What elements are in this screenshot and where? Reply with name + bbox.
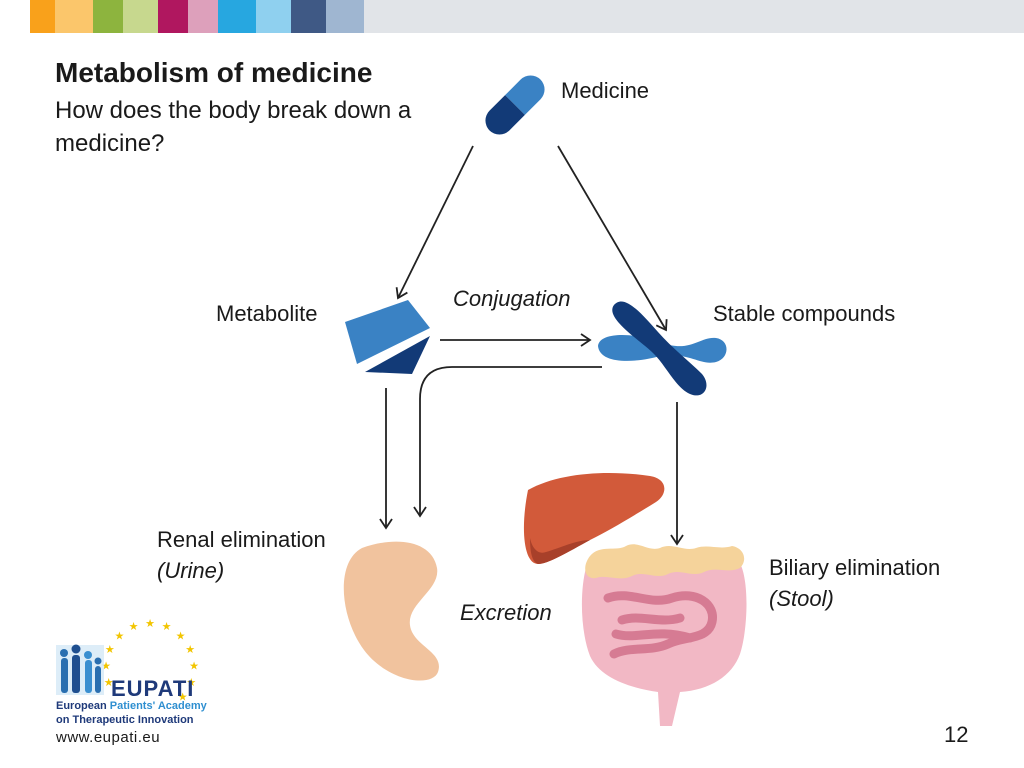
people-silhouettes-icon: [56, 644, 104, 695]
capsule-icon: [485, 75, 545, 135]
arrow-medicine-to-metabolite: [395, 145, 474, 300]
strip-block: [291, 0, 326, 33]
star-icon: ★: [162, 621, 172, 633]
metabolite-pentagon-icon: [345, 300, 430, 374]
logo-tagline-2: on Therapeutic Innovation: [56, 714, 194, 726]
label-metabolite: Metabolite: [216, 301, 318, 326]
liver-icon: [523, 472, 665, 564]
label-renal-note: (Urine): [157, 558, 225, 583]
strip-gap: [0, 0, 30, 33]
star-icon: ★: [185, 644, 195, 656]
label-renal-elimination: Renal elimination: [157, 527, 326, 552]
arrow-medicine-to-stable: [557, 145, 668, 332]
label-stable-compounds: Stable compounds: [713, 301, 896, 326]
eupati-logo: ★ ★ ★ ★ ★ ★ ★ ★ ★ ★ ★ ★: [56, 618, 199, 703]
strip-block: [256, 0, 291, 33]
strip-block: [123, 0, 158, 33]
arrow-stable-to-renal: [413, 366, 602, 518]
label-biliary-note: (Stool): [769, 586, 834, 611]
star-icon: ★: [129, 621, 139, 633]
strip-block: [326, 0, 364, 33]
logo-tagline-1: European Patients' Academy: [56, 700, 207, 712]
strip-block: [364, 0, 1024, 33]
intestine-icon: [581, 544, 747, 726]
star-icon: ★: [101, 661, 111, 673]
slide-subtitle: How does the body break down a medicine?: [55, 97, 412, 157]
star-ring-icon: ★ ★ ★ ★ ★ ★ ★ ★ ★ ★ ★ ★: [101, 618, 199, 703]
label-medicine: Medicine: [561, 78, 650, 103]
label-biliary-elimination: Biliary elimination: [769, 555, 941, 580]
strip-block: [93, 0, 123, 33]
slide-title: Metabolism of medicine: [55, 57, 373, 88]
label-excretion: Excretion: [460, 600, 552, 625]
strip-block: [188, 0, 218, 33]
star-icon: ★: [105, 644, 115, 656]
star-icon: ★: [178, 691, 188, 703]
strip-block: [55, 0, 93, 33]
logo-tagline-1a: European: [56, 700, 107, 712]
strip-block: [158, 0, 188, 33]
page-number: 12: [944, 722, 969, 747]
star-icon: ★: [189, 661, 199, 673]
color-strip: [0, 0, 1024, 33]
star-icon: ★: [145, 618, 155, 630]
logo-name: EUPATI: [111, 676, 195, 701]
strip-block: [218, 0, 256, 33]
star-icon: ★: [176, 630, 186, 642]
star-icon: ★: [114, 630, 124, 642]
star-icon: ★: [104, 677, 114, 689]
star-icon: ★: [186, 677, 196, 689]
kidney-icon: [343, 541, 439, 681]
website-url[interactable]: www.eupati.eu: [56, 729, 161, 746]
logo-tagline-1b: Patients' Academy: [109, 700, 207, 712]
stable-compounds-icon: [598, 301, 727, 396]
label-conjugation: Conjugation: [453, 286, 571, 311]
strip-block: [30, 0, 55, 33]
